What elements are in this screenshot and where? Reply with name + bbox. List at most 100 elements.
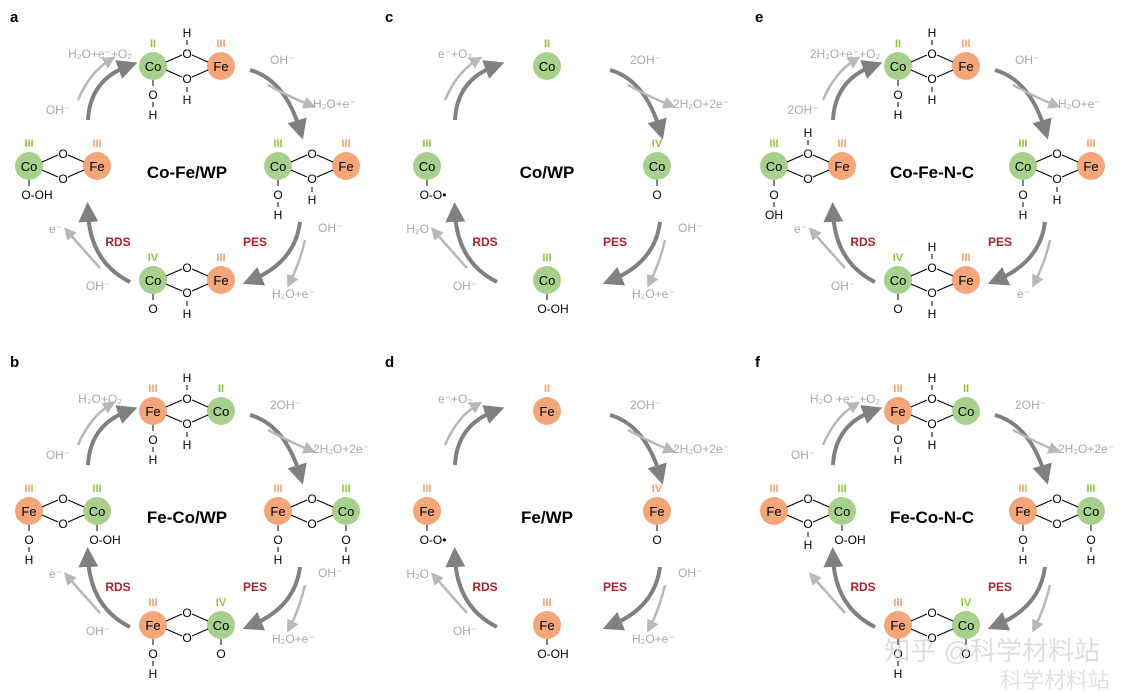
oxidation-state-2: III [341, 483, 350, 495]
ligand-m1_below: O [148, 647, 157, 661]
co-atom [760, 152, 788, 180]
step-1-arrow [609, 413, 667, 485]
ligand-m1_below: O [1018, 533, 1027, 547]
panel-letter: a [10, 9, 19, 26]
metal-symbol-1: Co [419, 159, 436, 174]
step-3-side-arrow [63, 227, 101, 269]
step-3-side-arrow [63, 572, 101, 614]
panel-letter: d [385, 354, 394, 371]
fe-atom [1009, 497, 1037, 525]
metal-symbol-1: Co [539, 273, 556, 288]
step-4-product: H₂O+O₂ [78, 392, 122, 406]
ligand-m2_below2: H [342, 553, 351, 567]
ligand-m1_below2: H [149, 453, 158, 467]
oxidation-state-1: III [1018, 483, 1027, 495]
ligand-m1_below2: H [1019, 553, 1028, 567]
metal-symbol-2: Fe [834, 159, 849, 174]
ligand-m1_below2: H [894, 108, 903, 122]
step-3-product: e⁻ [49, 567, 62, 581]
fe-atom [264, 497, 292, 525]
catalyst-title: Co/WP [520, 163, 575, 182]
metal-symbol-2: Co [89, 504, 106, 519]
co-atom [413, 152, 441, 180]
bridge-o-bottom: O [1052, 517, 1061, 531]
fe-atom [139, 611, 167, 639]
metal-symbol-1: Fe [145, 404, 160, 419]
metal-symbol-1: Fe [890, 404, 905, 419]
step-1-arrow [249, 68, 307, 140]
bridge-h-bottom: H [308, 193, 317, 207]
ligand-1: O [652, 533, 661, 547]
bridge-o-bottom: O [182, 286, 191, 300]
ligand-m1_below: O-OH [21, 188, 52, 202]
step-label-rds: RDS [105, 580, 130, 594]
oxidation-state-1: III [893, 597, 902, 609]
bridge-h-bottom: H [183, 93, 192, 107]
oxidation-state-2: III [961, 38, 970, 50]
ligand-m1_below2: H [149, 667, 158, 681]
metal-symbol-1: Co [539, 59, 556, 74]
step-1-side-arrow [627, 83, 676, 109]
step-4-side-arrow [821, 56, 861, 101]
bridge-o-top: O [803, 147, 812, 161]
co-atom [332, 497, 360, 525]
co-atom [1077, 497, 1105, 525]
panel-a: aCo-Fe/WPCoIIFeIIIOOHHOHCoIIIFeIIIOOHOHC… [10, 9, 360, 321]
bridge-o-bottom: O [927, 72, 936, 86]
step-2-side-arrow [1032, 239, 1052, 288]
step-1-side-arrow [267, 428, 316, 454]
oxidation-state-1: III [542, 597, 551, 609]
bridge-h-bottom: H [928, 438, 937, 452]
step-2-side-arrow [647, 239, 667, 288]
panel-d: dFe/WPFeIIFeIVOFeIIIO-OHFeIIIO-O•2OH⁻2H₂… [385, 354, 729, 661]
step-label-rds: RDS [850, 580, 875, 594]
step-2-product: e⁻ [1017, 287, 1030, 301]
bridge-h-top: H [804, 126, 813, 140]
metal-symbol-2: Fe [958, 273, 973, 288]
step-4-reactant: OH⁻ [46, 103, 70, 117]
step-4-side-arrow [443, 56, 483, 101]
bridge-h-top: H [928, 371, 937, 385]
ligand-m1_below: O [893, 302, 902, 316]
panel-letter: c [385, 9, 393, 26]
step-label-pes: PES [243, 580, 267, 594]
step-2-arrow [602, 221, 662, 286]
panel-e: eCo-Fe-N-CCoIIFeIIIOOHHOHCoIIIFeIIIOOHOH… [755, 9, 1105, 321]
ligand-m1_below: O [148, 433, 157, 447]
metal-symbol-2: Fe [213, 59, 228, 74]
co-atom [139, 52, 167, 80]
panel-letter: e [755, 9, 763, 26]
bridge-h-bottom: H [183, 307, 192, 321]
step-label-rds: RDS [472, 235, 497, 249]
oxidation-state-1: III [24, 138, 33, 150]
step-2-side-arrow [287, 584, 307, 633]
bridge-o-top: O [58, 492, 67, 506]
oxidation-state-2: III [341, 138, 350, 150]
bridge-o-top: O [927, 606, 936, 620]
ligand-m2_below: O [1086, 533, 1095, 547]
step-2-side-arrow [1032, 584, 1052, 633]
catalyst-title: Fe-Co-N-C [890, 508, 974, 527]
oxidation-state-2: III [216, 252, 225, 264]
step-2-product: H₂O+e⁻ [632, 632, 675, 646]
oxidation-state-1: III [24, 483, 33, 495]
step-4-product: e⁻+O₂ [438, 47, 472, 61]
step-1-product: 2H₂O+2e⁻ [673, 442, 729, 456]
ligand-1: O-O• [420, 188, 447, 202]
metal-symbol-2: Co [834, 504, 851, 519]
metal-symbol-1: Co [21, 159, 38, 174]
fe-atom [83, 152, 111, 180]
step-3-arrow [445, 202, 498, 284]
panel-f: fFe-Co-N-CFeIIICoIIOOHHOHFeIIICoIIIOOOHO… [755, 354, 1114, 681]
step-3-arrow [445, 547, 498, 629]
fe-atom [1077, 152, 1105, 180]
bridge-h-top: H [928, 240, 937, 254]
oxidation-state-2: III [961, 252, 970, 264]
